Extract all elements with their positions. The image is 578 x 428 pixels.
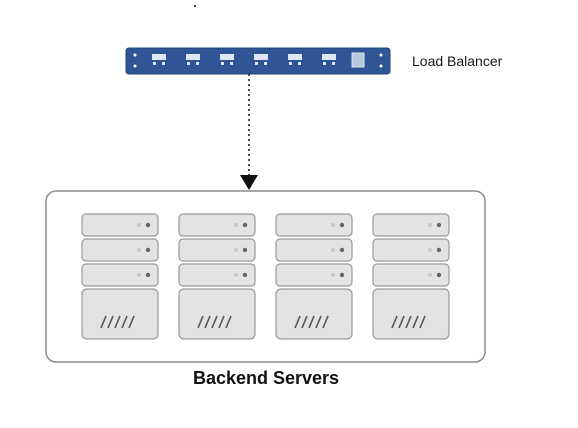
connector-arrow	[240, 74, 258, 190]
speck-mark	[194, 5, 196, 7]
load-balancer-label: Load Balancer	[412, 53, 503, 69]
backend-servers-title: Backend Servers	[192, 368, 340, 388]
load-balancer-icon	[125, 47, 391, 75]
lb-port	[254, 54, 268, 65]
lb-port	[220, 54, 234, 65]
lb-port	[186, 54, 200, 65]
server-rack-icon	[275, 213, 353, 340]
lb-port	[152, 54, 166, 65]
server-rack-icon	[81, 213, 159, 340]
lb-module	[351, 52, 365, 68]
lb-port	[322, 54, 336, 65]
server-rack-icon	[372, 213, 450, 340]
server-rack-icon	[178, 213, 256, 340]
lb-port	[288, 54, 302, 65]
